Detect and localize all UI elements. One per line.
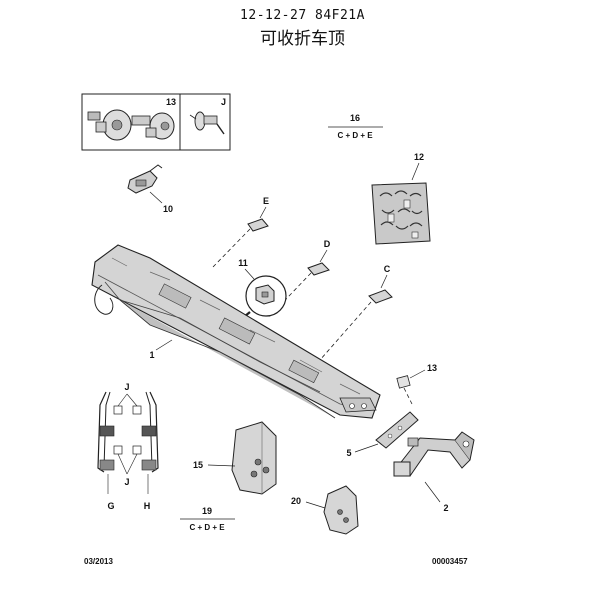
callout-5: 5: [346, 448, 351, 458]
callout-16: 16: [350, 113, 360, 123]
diagram-code: 12-12-27 84F21A: [240, 8, 365, 23]
stud-part: [87, 109, 132, 141]
hinge-part-2: [393, 431, 475, 477]
cap-part-e: [247, 218, 269, 232]
crossmember-part-1: [91, 244, 381, 419]
magnifier-detail: [245, 275, 287, 317]
callout-11: 11: [238, 258, 248, 268]
clip-part-10: [127, 164, 163, 194]
stud-part: [131, 112, 175, 140]
callout-12: 12: [414, 152, 424, 162]
bracket-part-15: [231, 421, 277, 495]
callout-2: 2: [443, 503, 448, 513]
footer-ref: 00003457: [432, 557, 468, 566]
inset-panel: 13 J: [81, 93, 231, 151]
cap-part-d: [307, 262, 330, 276]
footer-date: 03/2013: [84, 557, 113, 566]
clip-pack: [371, 182, 431, 245]
callout-1: 1: [149, 350, 154, 360]
bracket-part-20: [323, 485, 359, 535]
callout-20: 20: [291, 496, 301, 506]
variant-label-top: C + D + E: [337, 131, 373, 140]
callout-19: 19: [202, 506, 212, 516]
seal-strips: [97, 391, 159, 494]
cap-part-c: [368, 289, 393, 304]
callout-j-upper: J: [124, 382, 129, 392]
callout-e: E: [263, 196, 269, 206]
rivet-part: [189, 111, 225, 135]
small-clip-part-13: [396, 375, 411, 389]
callout-10: 10: [163, 204, 173, 214]
callout-j-lower: J: [124, 477, 129, 487]
callout-g: G: [107, 501, 114, 511]
callout-j-box: J: [221, 97, 226, 107]
callout-13: 13: [427, 363, 437, 373]
rail-part-5: [375, 411, 419, 449]
callout-c: C: [384, 264, 391, 274]
variant-label-bottom: C + D + E: [189, 523, 225, 532]
callout-h: H: [144, 501, 151, 511]
diagram-title: 可收折车顶: [260, 29, 345, 49]
callout-15: 15: [193, 460, 203, 470]
callout-d: D: [324, 239, 331, 249]
callout-13-box: 13: [166, 97, 176, 107]
